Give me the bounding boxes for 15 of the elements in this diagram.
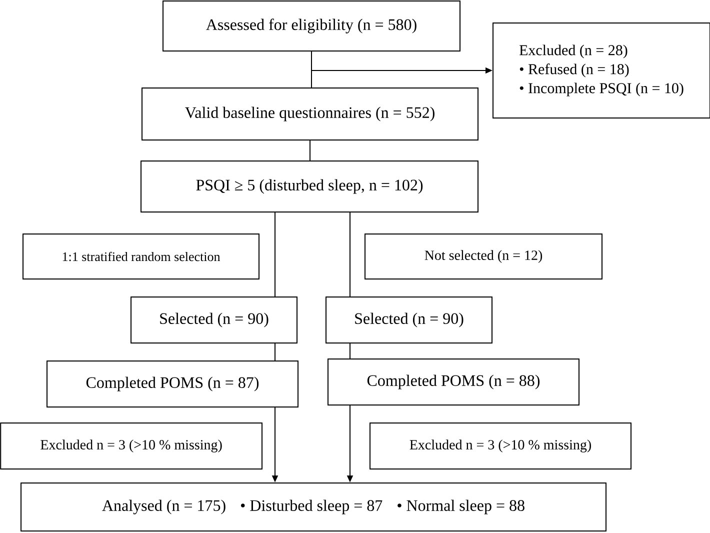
connector-line — [274, 212, 276, 297]
flow-box: Analysed (n = 175) • Disturbed sleep = 87 • Normal sleep = 88 — [20, 482, 606, 532]
flow-box: Not selected (n = 12) — [364, 234, 602, 280]
flow-box: PSQI ≥ 5 (disturbed sleep, n = 102) — [140, 160, 478, 212]
connector-line — [274, 343, 276, 361]
flow-box: Excluded n = 3 (>10 % missing) — [0, 422, 262, 470]
flow-box: Valid baseline questionnaires (n = 552) — [142, 88, 478, 140]
flow-box: Excluded n = 3 (>10 % missing) — [370, 422, 632, 470]
flow-box: 1:1 stratified random selection — [22, 234, 260, 280]
flow-box: Completed POMS (n = 88) — [328, 358, 580, 406]
flow-box: Excluded (n = 28) • Refused (n = 18) • Incomplete PSQI (n = 10) — [492, 22, 710, 118]
flow-box: Selected (n = 90) — [326, 296, 492, 344]
flow-box: Selected (n = 90) — [130, 296, 298, 344]
flow-box: Completed POMS (n = 87) — [46, 360, 298, 408]
flow-box: Assessed for eligibility (n = 580) — [162, 0, 460, 52]
